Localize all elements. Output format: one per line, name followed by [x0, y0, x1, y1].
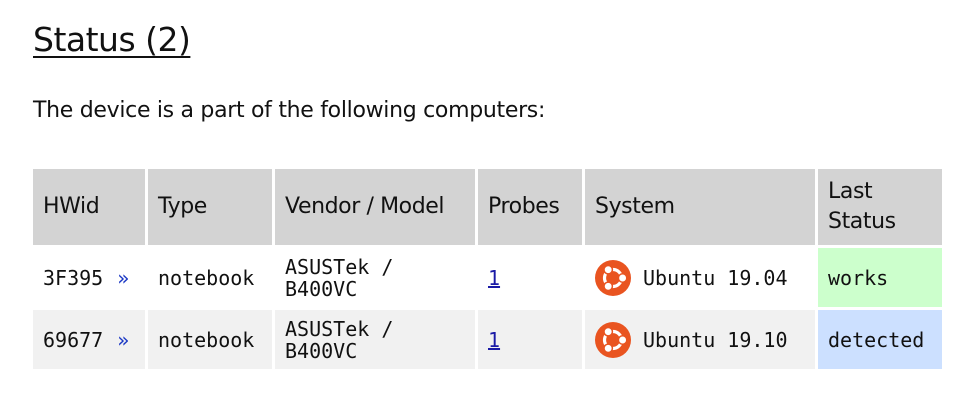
vendor-value: ASUSTek / — [285, 316, 394, 341]
header-vendor-model: Vendor / Model — [275, 169, 475, 245]
hwid-cell: 3F395 » — [33, 248, 145, 307]
status-badge: detected — [818, 310, 942, 369]
intro-text: The device is a part of the following co… — [33, 98, 546, 123]
system-value: Ubuntu 19.10 — [643, 327, 788, 352]
vendor-model-cell: ASUSTek / B400VC — [275, 248, 475, 307]
header-last-status-line2: Status — [828, 209, 896, 234]
probes-link[interactable]: 1 — [488, 265, 501, 290]
header-type: Type — [148, 169, 272, 245]
page-title[interactable]: Status (2) — [33, 20, 191, 59]
hwid-cell: 69677 » — [33, 310, 145, 369]
ubuntu-icon — [595, 321, 631, 358]
ubuntu-icon — [595, 259, 631, 296]
hwid-details-link[interactable]: » — [117, 327, 130, 352]
header-last-status: Last Status — [818, 169, 942, 245]
probes-cell: 1 — [478, 310, 582, 369]
type-cell: notebook — [148, 310, 272, 369]
probes-cell: 1 — [478, 248, 582, 307]
hwid-value: 69677 — [43, 327, 104, 352]
status-badge: works — [818, 248, 942, 307]
header-system: System — [585, 169, 815, 245]
probes-link[interactable]: 1 — [488, 327, 501, 352]
header-hwid: HWid — [33, 169, 145, 245]
computers-table: HWid Type Vendor / Model Probes System L… — [30, 166, 945, 372]
vendor-value: ASUSTek / — [285, 254, 394, 279]
header-probes: Probes — [478, 169, 582, 245]
table-header-row: HWid Type Vendor / Model Probes System L… — [33, 169, 942, 245]
table-row: 69677 » notebook ASUSTek / B400VC 1 — [33, 310, 942, 369]
vendor-model-cell: ASUSTek / B400VC — [275, 310, 475, 369]
type-cell: notebook — [148, 248, 272, 307]
system-cell: Ubuntu 19.04 — [585, 248, 815, 307]
hwid-details-link[interactable]: » — [117, 265, 130, 290]
header-last-status-line1: Last — [828, 179, 873, 204]
system-value: Ubuntu 19.04 — [643, 265, 788, 290]
table-row: 3F395 » notebook ASUSTek / B400VC 1 — [33, 248, 942, 307]
model-value: B400VC — [285, 338, 358, 363]
system-cell: Ubuntu 19.10 — [585, 310, 815, 369]
model-value: B400VC — [285, 276, 358, 301]
hwid-value: 3F395 — [43, 265, 104, 290]
